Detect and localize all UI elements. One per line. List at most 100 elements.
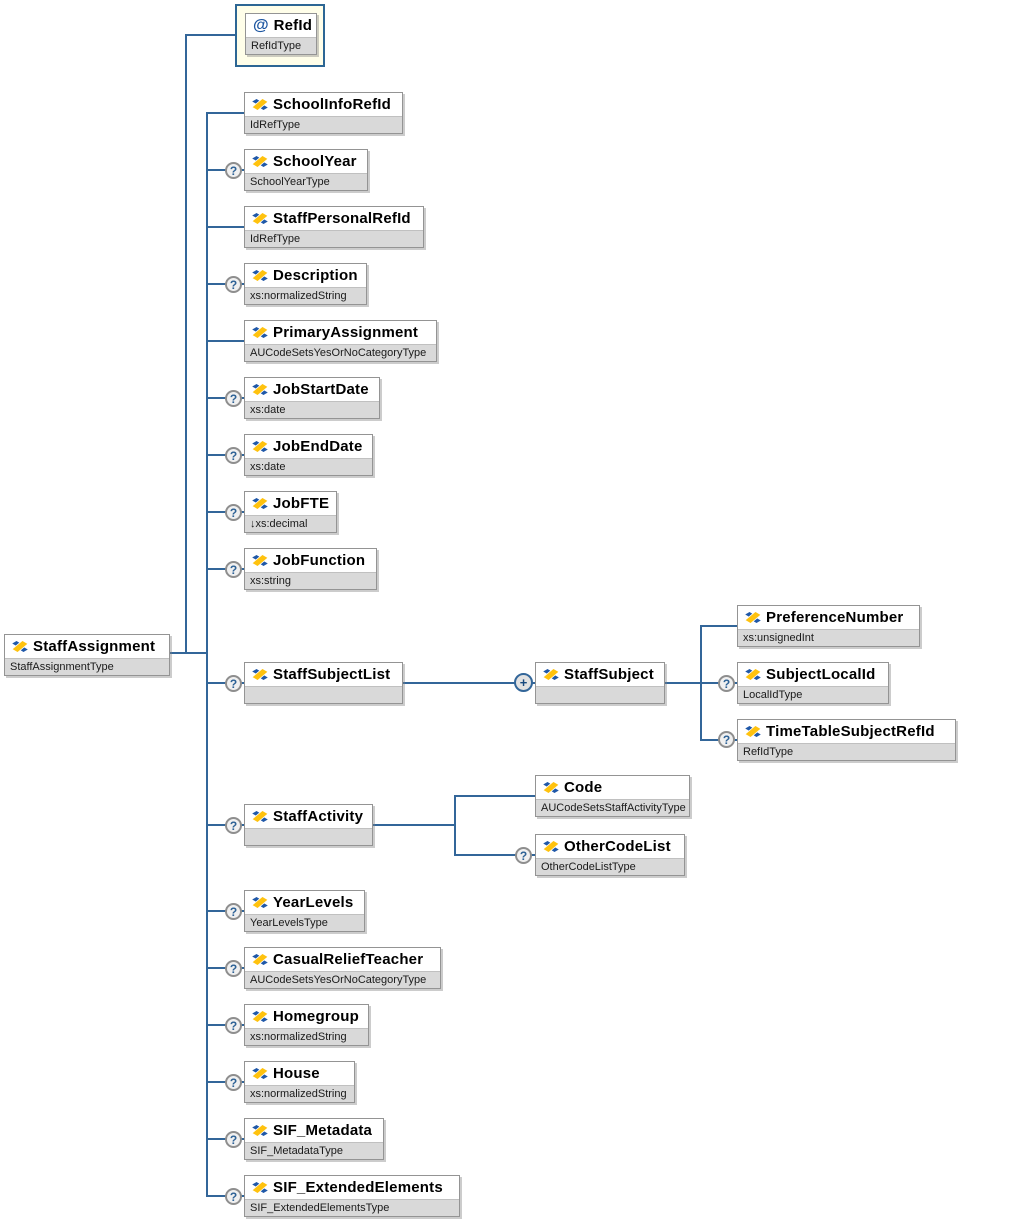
element-box-staff-subject[interactable]: StaffSubject bbox=[535, 662, 665, 704]
element-type: OtherCodeListType bbox=[536, 858, 684, 875]
connector-staffsubject-stub bbox=[664, 682, 701, 684]
attribute-name: RefId bbox=[273, 17, 313, 34]
element-icon bbox=[252, 326, 268, 339]
element-icon bbox=[745, 725, 761, 738]
attribute-at-icon: @ bbox=[253, 16, 269, 34]
optional-badge-timetablesubjectrefid: ? bbox=[718, 731, 735, 748]
element-box-other-code-list[interactable]: OtherCodeList OtherCodeListType bbox=[535, 834, 685, 876]
element-type: YearLevelsType bbox=[245, 914, 364, 931]
element-icon bbox=[252, 155, 268, 168]
element-type: AUCodeSetsStaffActivityType bbox=[536, 799, 689, 816]
connector-branch-refid bbox=[185, 34, 235, 36]
element-box-staff-assignment[interactable]: StaffAssignment StaffAssignmentType bbox=[4, 634, 170, 676]
element-type: xs:normalizedString bbox=[245, 1085, 354, 1102]
element-type bbox=[245, 686, 402, 703]
repeat-badge-staffsubject: + bbox=[514, 673, 533, 692]
connector-trunk-elements bbox=[206, 112, 208, 1197]
element-box-house[interactable]: House xs:normalizedString bbox=[244, 1061, 355, 1103]
element-box-casual-relief-teacher[interactable]: CasualReliefTeacher AUCodeSetsYesOrNoCat… bbox=[244, 947, 441, 989]
connector-branch-primaryassignment bbox=[206, 340, 245, 342]
element-icon bbox=[252, 269, 268, 282]
attribute-box-refid[interactable]: @ RefId RefIdType bbox=[245, 13, 317, 55]
connector-branch-othercodelist bbox=[454, 854, 536, 856]
element-box-job-function[interactable]: JobFunction xs:string bbox=[244, 548, 377, 590]
element-icon bbox=[252, 554, 268, 567]
element-type: SIF_ExtendedElementsType bbox=[245, 1199, 459, 1216]
element-name: JobFTE bbox=[273, 495, 330, 512]
element-box-school-info-ref-id[interactable]: SchoolInfoRefId IdRefType bbox=[244, 92, 403, 134]
element-name: StaffSubject bbox=[564, 666, 654, 683]
element-name: SubjectLocalId bbox=[766, 666, 876, 683]
optional-badge-sifmetadata: ? bbox=[225, 1131, 242, 1148]
optional-badge-jobstartdate: ? bbox=[225, 390, 242, 407]
optional-badge-description: ? bbox=[225, 276, 242, 293]
element-type: ↓xs:decimal bbox=[245, 515, 336, 532]
element-box-code[interactable]: Code AUCodeSetsStaffActivityType bbox=[535, 775, 690, 817]
element-name: House bbox=[273, 1065, 320, 1082]
element-name: Homegroup bbox=[273, 1008, 359, 1025]
optional-badge-sifextendedelements: ? bbox=[225, 1188, 242, 1205]
element-box-description[interactable]: Description xs:normalizedString bbox=[244, 263, 367, 305]
element-type: xs:normalizedString bbox=[245, 287, 366, 304]
element-box-job-end-date[interactable]: JobEndDate xs:date bbox=[244, 434, 373, 476]
element-name: StaffSubjectList bbox=[273, 666, 391, 683]
optional-badge-subjectlocalid: ? bbox=[718, 675, 735, 692]
element-icon bbox=[252, 953, 268, 966]
optional-badge-casualreliefteacher: ? bbox=[225, 960, 242, 977]
connector-branch-staffpersonalrefid bbox=[206, 226, 245, 228]
element-type bbox=[245, 828, 372, 845]
element-box-subject-local-id[interactable]: SubjectLocalId LocalIdType bbox=[737, 662, 889, 704]
optional-badge-jobenddate: ? bbox=[225, 447, 242, 464]
optional-badge-othercodelist: ? bbox=[515, 847, 532, 864]
element-type bbox=[536, 686, 664, 703]
element-type: SchoolYearType bbox=[245, 173, 367, 190]
connector-staffsubjectlist-to-staffsubject bbox=[403, 682, 535, 684]
element-box-preference-number[interactable]: PreferenceNumber xs:unsignedInt bbox=[737, 605, 920, 647]
element-type: xs:string bbox=[245, 572, 376, 589]
connector-trunk-attribute bbox=[185, 34, 187, 654]
element-box-school-year[interactable]: SchoolYear SchoolYearType bbox=[244, 149, 368, 191]
element-name: SchoolInfoRefId bbox=[273, 96, 391, 113]
element-box-staff-activity[interactable]: StaffActivity bbox=[244, 804, 373, 846]
element-name: JobStartDate bbox=[273, 381, 369, 398]
element-type: LocalIdType bbox=[738, 686, 888, 703]
element-name: JobEndDate bbox=[273, 438, 363, 455]
element-name: Code bbox=[564, 779, 603, 796]
element-box-staff-personal-ref-id[interactable]: StaffPersonalRefId IdRefType bbox=[244, 206, 424, 248]
element-box-sif-extended-elements[interactable]: SIF_ExtendedElements SIF_ExtendedElement… bbox=[244, 1175, 460, 1217]
element-icon bbox=[543, 781, 559, 794]
element-name: SIF_ExtendedElements bbox=[273, 1179, 443, 1196]
element-icon bbox=[252, 1124, 268, 1137]
element-icon bbox=[252, 497, 268, 510]
element-name: OtherCodeList bbox=[564, 838, 671, 855]
element-box-staff-subject-list[interactable]: StaffSubjectList bbox=[244, 662, 403, 704]
element-icon bbox=[543, 668, 559, 681]
element-icon bbox=[252, 896, 268, 909]
element-type: IdRefType bbox=[245, 230, 423, 247]
connector-staffactivity-junction bbox=[454, 795, 456, 856]
element-box-job-start-date[interactable]: JobStartDate xs:date bbox=[244, 377, 380, 419]
element-type: SIF_MetadataType bbox=[245, 1142, 383, 1159]
connector-staffactivity-stub bbox=[372, 824, 455, 826]
element-box-time-table-subject-ref-id[interactable]: TimeTableSubjectRefId RefIdType bbox=[737, 719, 956, 761]
element-icon bbox=[543, 840, 559, 853]
element-box-job-fte[interactable]: JobFTE ↓xs:decimal bbox=[244, 491, 337, 533]
element-type: IdRefType bbox=[245, 116, 402, 133]
element-box-homegroup[interactable]: Homegroup xs:normalizedString bbox=[244, 1004, 369, 1046]
element-icon bbox=[252, 440, 268, 453]
element-name: StaffActivity bbox=[273, 808, 364, 825]
optional-badge-jobfte: ? bbox=[225, 504, 242, 521]
element-box-year-levels[interactable]: YearLevels YearLevelsType bbox=[244, 890, 365, 932]
optional-badge-jobfunction: ? bbox=[225, 561, 242, 578]
element-box-sif-metadata[interactable]: SIF_Metadata SIF_MetadataType bbox=[244, 1118, 384, 1160]
connector-branch-schoolinforefid bbox=[206, 112, 245, 114]
optional-badge-schoolyear: ? bbox=[225, 162, 242, 179]
connector-root-stub bbox=[168, 652, 208, 654]
element-name: StaffPersonalRefId bbox=[273, 210, 411, 227]
element-box-primary-assignment[interactable]: PrimaryAssignment AUCodeSetsYesOrNoCateg… bbox=[244, 320, 437, 362]
element-type: xs:date bbox=[245, 401, 379, 418]
optional-badge-homegroup: ? bbox=[225, 1017, 242, 1034]
element-name: Description bbox=[273, 267, 358, 284]
element-type: AUCodeSetsYesOrNoCategoryType bbox=[245, 971, 440, 988]
